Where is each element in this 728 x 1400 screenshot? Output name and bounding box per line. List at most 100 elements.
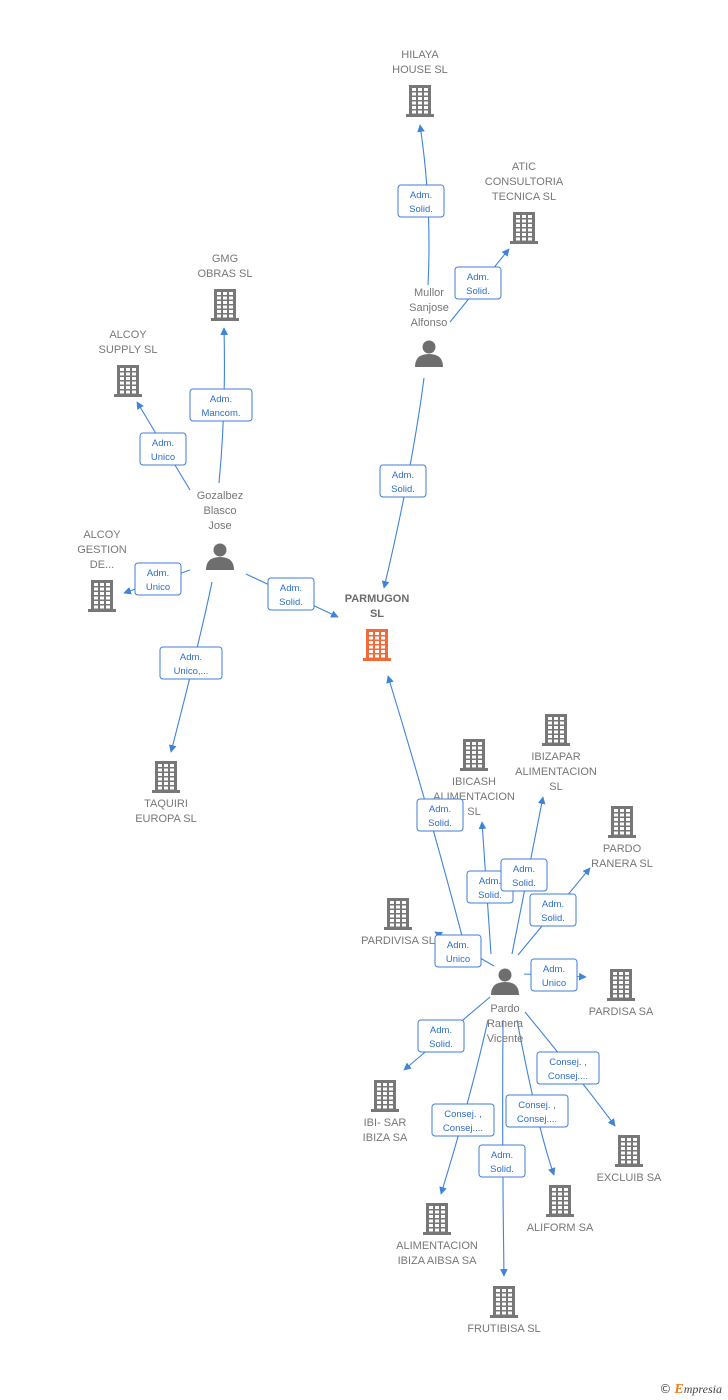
node-pardivisa[interactable]: PARDIVISA SL	[361, 898, 435, 947]
edge-label-text: Adm.	[280, 583, 302, 594]
edge-label-text: Solid.	[478, 890, 502, 901]
edge-label-mullor-hilaya[interactable]: Adm.Solid.	[397, 184, 445, 218]
node-label-mullor: Mullor	[414, 287, 444, 299]
node-label-gozalbez: Jose	[208, 520, 231, 532]
building-icon	[608, 806, 636, 838]
edge-label-text: Unico,...	[174, 666, 209, 677]
edge-label-box	[434, 934, 482, 968]
edge-label-pardo-frutibisa[interactable]: Adm.Solid.	[478, 1144, 526, 1178]
building-icon	[152, 761, 180, 793]
edge-labels-layer: Adm. Solid. Adm. Solid. Adm. Solid. Adm. Mancom…	[134, 184, 600, 1178]
node-label-mullor: Sanjose	[409, 302, 449, 314]
edge-label-gozalbez-parmugon[interactable]: Adm. Solid.	[267, 577, 315, 611]
edge-label-pardo-excluib[interactable]: Consej. ,Consej....	[536, 1051, 600, 1085]
node-label-excluib: EXCLUIB SA	[597, 1172, 662, 1184]
building-icon	[371, 1080, 399, 1112]
edge-label-box	[530, 958, 578, 992]
node-label-taquiri: EUROPA SL	[135, 813, 197, 825]
node-label-alcoy-supply: SUPPLY SL	[99, 344, 158, 356]
node-label-pardo: Vicente	[487, 1033, 524, 1045]
building-icon	[607, 969, 635, 1001]
edge-label-pardo-pardo-ranera-sl[interactable]: Adm.Solid.	[529, 893, 577, 927]
edge-label-text: Unico	[151, 452, 175, 463]
edge-label-text: Adm.	[491, 1150, 513, 1161]
building-icon	[542, 714, 570, 746]
node-aliform[interactable]: ALIFORM SA	[527, 1185, 594, 1234]
node-hilaya[interactable]: HILAYA HOUSE SL	[392, 49, 448, 117]
node-label-pardo-ranera-sl: RANERA SL	[591, 858, 653, 870]
building-icon	[490, 1286, 518, 1318]
node-label-alcoy-supply: ALCOY	[109, 329, 147, 341]
edge-label-text: Mancom.	[201, 408, 240, 419]
building-icon	[114, 365, 142, 397]
edge-label-text: Unico	[446, 954, 470, 965]
node-gmg[interactable]: GMG OBRAS SL	[197, 253, 253, 321]
node-frutibisa[interactable]: FRUTIBISA SL	[467, 1286, 541, 1335]
node-label-gozalbez: Gozalbez	[197, 490, 243, 502]
edge-label-text: Consej....	[548, 1071, 588, 1082]
edge-label-box	[139, 432, 187, 466]
edge-label-gozalbez-taquiri[interactable]: Adm.Unico,...	[159, 646, 223, 680]
edge-label-text: Adm.	[467, 272, 489, 283]
edge-label-text: Solid.	[429, 1039, 453, 1050]
node-label-gmg: GMG	[212, 253, 238, 265]
edge-label-text: Adm.	[210, 394, 232, 405]
edge-label-gozalbez-alcoy-supply[interactable]: Adm. Unico	[139, 432, 187, 466]
node-label-aliform: ALIFORM SA	[527, 1222, 594, 1234]
edge-label-mullor-atic[interactable]: Adm.Solid.	[454, 266, 502, 300]
node-alcoy-gestion[interactable]: ALCOYGESTIONDE...	[77, 529, 127, 612]
node-pardisa[interactable]: PARDISA SA	[589, 969, 654, 1018]
edge-label-pardo-aliform[interactable]: Consej. ,Consej....	[505, 1094, 569, 1128]
node-label-hilaya: HOUSE SL	[392, 64, 448, 76]
edge-label-box	[159, 646, 223, 680]
person-icon	[206, 543, 234, 570]
node-label-ibizapar: IBIZAPAR	[531, 751, 580, 763]
node-label-frutibisa: FRUTIBISA SL	[467, 1323, 540, 1335]
node-label-aibsa: IBIZA AIBSA SA	[398, 1255, 478, 1267]
edge-label-pardo-ibisar[interactable]: Adm. Solid.	[417, 1019, 465, 1053]
edge-label-pardo-pardivisa[interactable]: Adm.Unico	[434, 934, 482, 968]
edge-label-text: Solid.	[279, 597, 303, 608]
edge-label-pardo-parmugon[interactable]: Adm.Solid.	[416, 798, 464, 832]
node-label-pardo: Pardo	[490, 1003, 519, 1015]
edge-label-text: Adm.	[430, 1025, 452, 1036]
node-label-mullor: Alfonso	[411, 317, 448, 329]
building-icon	[510, 212, 538, 244]
node-label-pardisa: PARDISA SA	[589, 1006, 654, 1018]
node-label-atic: TECNICA SL	[492, 191, 556, 203]
node-label-hilaya: HILAYA	[401, 49, 439, 61]
edge-label-gozalbez-alcoy-gestion[interactable]: Adm.Unico	[134, 562, 182, 596]
node-alcoy-supply[interactable]: ALCOY SUPPLY SL	[99, 329, 158, 397]
edge-label-text: Unico	[146, 582, 170, 593]
node-excluib[interactable]: EXCLUIB SA	[597, 1135, 662, 1184]
edge-label-box	[500, 858, 548, 892]
building-icon	[211, 289, 239, 321]
edge-label-pardo-aibsa[interactable]: Consej. ,Consej....	[431, 1103, 495, 1137]
node-label-alcoy-gestion: ALCOY	[83, 529, 121, 541]
edge-label-pardo-pardisa[interactable]: Adm.Unico	[530, 958, 578, 992]
edge-label-text: Solid.	[409, 204, 433, 215]
node-label-ibisar: IBIZA SA	[363, 1132, 408, 1144]
brand-footer: © Empresia	[659, 1382, 722, 1398]
edge-label-pardo-ibizapar[interactable]: Adm.Solid.	[500, 858, 548, 892]
node-label-gmg: OBRAS SL	[197, 268, 252, 280]
edge-label-text: Adm.	[513, 864, 535, 875]
edge-label-text: Adm.	[429, 804, 451, 815]
building-icon	[88, 580, 116, 612]
edge-label-gozalbez-gmg[interactable]: Adm. Mancom.	[189, 388, 253, 422]
edge-label-mullor-parmugon[interactable]: Adm.Solid.	[379, 464, 427, 498]
edge-label-text: Adm.	[152, 438, 174, 449]
